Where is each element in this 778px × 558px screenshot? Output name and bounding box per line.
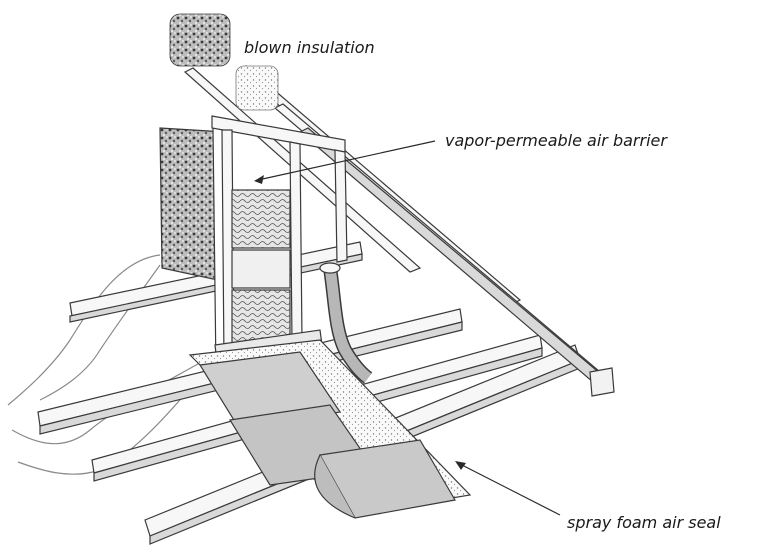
blown-insulation-chunks xyxy=(169,13,279,111)
spray-foam-label: spray foam air seal xyxy=(567,513,721,532)
insulation-chunk xyxy=(235,65,279,111)
duct-trunk xyxy=(188,339,472,519)
duct-segment xyxy=(319,439,456,519)
blown-insulation-label: blown insulation xyxy=(244,38,375,57)
leader-lines xyxy=(254,140,561,516)
wall-stud xyxy=(334,149,348,263)
spray-foam-leader xyxy=(457,462,561,516)
flex-duct xyxy=(319,262,373,384)
barrier-leader xyxy=(257,140,436,181)
rafter-end-block xyxy=(589,367,615,397)
kneewall xyxy=(159,115,348,373)
batt-insulation xyxy=(231,189,291,249)
duct-collar xyxy=(319,262,341,274)
insulation-chunk xyxy=(169,13,231,67)
air-barrier-label: vapor-permeable air barrier xyxy=(445,131,667,150)
